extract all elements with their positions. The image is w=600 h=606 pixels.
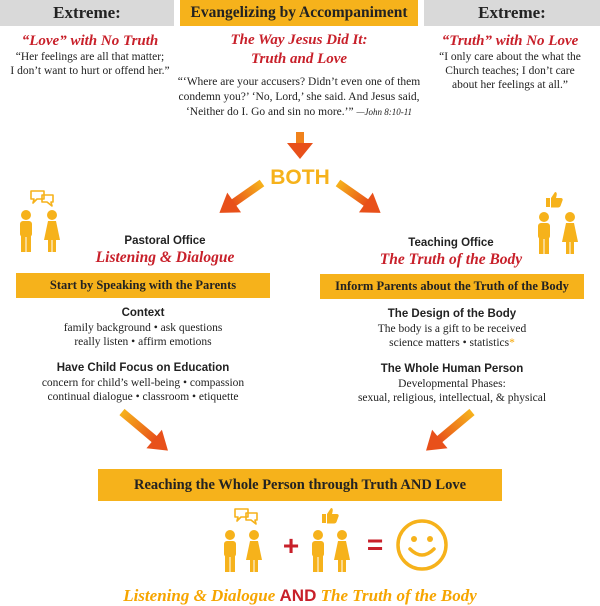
arrow-icon (287, 132, 313, 159)
caption-right: The Truth of the Body (320, 586, 477, 605)
citation: —John 8:10-11 (356, 107, 413, 117)
bottom-bar: Reaching the Whole Person through Truth … (98, 469, 502, 501)
pastoral-title: Listening & Dialogue (95, 249, 235, 266)
center-quote-line1: “‘Where are your accusers? Didn’t even o… (177, 76, 421, 88)
caption-and: AND (279, 586, 317, 605)
right-quote-line2: Church teaches; I don’t care (445, 65, 575, 77)
teaching-design-heading: The Design of the Body (387, 308, 517, 320)
center-title-line2: Truth and Love (250, 51, 348, 67)
right-extreme-header: Extreme: (424, 0, 600, 26)
listening-people-icon (224, 508, 262, 572)
design-line2: science matters • statistics (389, 337, 510, 349)
center-title-line1: The Way Jesus Did It: (230, 32, 368, 48)
right-quote-line1: “I only care about the what the (439, 51, 581, 63)
context-line2: really listen • affirm emotions (74, 336, 212, 348)
caption-left: Listening & Dialogue (123, 586, 276, 605)
left-extreme-header: Extreme: (0, 0, 174, 26)
center-header: Evangelizing by Accompaniment (180, 0, 418, 26)
pastoral-context-text: family background • ask questions really… (16, 321, 270, 349)
left-extreme-title: “Love” with No Truth (21, 33, 159, 49)
left-quote-line2: I don’t want to hurt or offend her.” (10, 65, 170, 77)
focus-line1: concern for child’s well-being • compass… (41, 377, 245, 389)
center-title: The Way Jesus Did It: Truth and Love (180, 31, 418, 69)
arrow-icon (335, 179, 381, 213)
pastoral-focus-text: concern for child’s well-being • compass… (0, 376, 286, 404)
arrow-icon (426, 408, 475, 451)
center-quote: “‘Where are your accusers? Didn’t even o… (176, 75, 422, 120)
arrow-icon (219, 179, 265, 213)
whole-line2: sexual, religious, intellectual, & physi… (357, 392, 547, 404)
asterisk-mark: * (509, 337, 515, 349)
right-extreme-title: “Truth” with No Love (441, 33, 579, 49)
teaching-design-text: The body is a gift to be received scienc… (320, 322, 584, 350)
smiley-icon (396, 519, 448, 571)
right-quote-line3: about her feelings at all.” (452, 79, 568, 91)
plus-sign: + (282, 530, 300, 561)
left-quote-line1: “Her feelings are all that matter; (15, 51, 165, 63)
right-extreme-quote: “I only care about the what the Church t… (420, 50, 600, 92)
design-line1: The body is a gift to be received (377, 323, 527, 335)
pastoral-bar: Start by Speaking with the Parents (16, 273, 270, 298)
teaching-whole-text: Developmental Phases: sexual, religious,… (316, 377, 588, 405)
bottom-caption: Listening & Dialogue AND The Truth of th… (0, 586, 600, 606)
teaching-whole-heading: The Whole Human Person (380, 363, 524, 375)
center-quote-line3: ‘Neither do I. Go and sin no more.’” (185, 106, 354, 118)
pastoral-focus-heading: Have Child Focus on Education (56, 362, 230, 374)
both-label: BOTH (270, 166, 330, 189)
pastoral-office: Pastoral Office (124, 235, 206, 247)
center-quote-line2: condemn you?’ ‘No, Lord,’ she said. And … (178, 91, 420, 103)
left-extreme-quote: “Her feelings are all that matter; I don… (0, 50, 180, 78)
arrow-icon (119, 408, 168, 451)
teaching-bar: Inform Parents about the Truth of the Bo… (320, 274, 584, 299)
teaching-title: The Truth of the Body (379, 251, 523, 268)
focus-line2: continual dialogue • classroom • etiquet… (47, 391, 239, 403)
context-line1: family background • ask questions (63, 322, 223, 334)
pastoral-context-heading: Context (121, 307, 165, 319)
teaching-office: Teaching Office (408, 237, 494, 249)
whole-line1: Developmental Phases: (398, 378, 506, 390)
truth-people-icon (312, 508, 350, 572)
equals-sign: = (366, 529, 384, 560)
